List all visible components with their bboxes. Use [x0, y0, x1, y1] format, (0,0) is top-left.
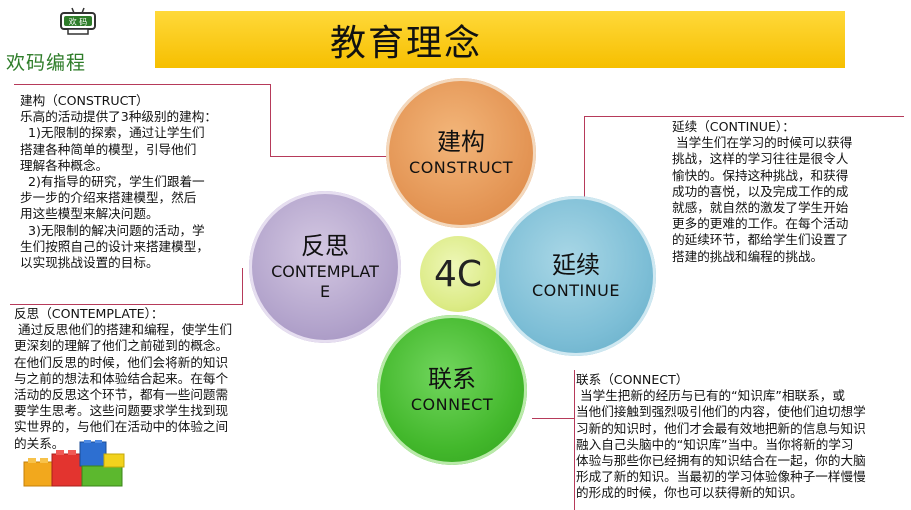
- circle-continue: 延续 CONTINUE: [496, 196, 656, 356]
- text-line: 用这些模型来解决问题。: [20, 206, 159, 222]
- text-line: 更多的更难的工作。在每个活动: [672, 216, 849, 232]
- circle-connect-en: CONNECT: [410, 395, 494, 414]
- lego-blocks-icon: [23, 440, 125, 487]
- text-line: 要学生思考。这些问题要求学生找到现: [14, 403, 229, 419]
- text-line: 搭建各种简单的模型，引导他们: [20, 141, 197, 157]
- text-line: 愉快的。保持这种挑战，和获得: [672, 167, 849, 183]
- text-line: 融入自己头脑中的“知识库”当中。当你将新的学习: [576, 436, 854, 452]
- text-line: 步一步的介绍来搭建模型，然后: [20, 190, 197, 206]
- circle-connect-cn: 联系: [428, 365, 476, 393]
- text-line: 挑战，这样的学习往往是很令人: [672, 151, 849, 167]
- connector-line: [242, 268, 243, 304]
- text-line: 在他们反思的时候，他们会将新的知识: [14, 354, 229, 370]
- text-line: 1)无限制的探索，通过让学生们: [20, 125, 205, 141]
- text-line: 延续（CONTINUE）：: [672, 119, 795, 134]
- logo-brand-text: 欢码编程: [6, 52, 87, 74]
- text-line: 乐高的活动提供了3种级别的建构：: [20, 109, 217, 125]
- connector-line: [270, 84, 271, 156]
- text-line: 3)无限制的解决问题的活动，学: [20, 222, 205, 238]
- text-construct: 建构（CONSTRUCT）乐高的活动提供了3种级别的建构： 1)无限制的探索，通…: [20, 93, 252, 271]
- text-line: 成功的喜悦，以及完成工作的成: [672, 183, 849, 199]
- text-line: 搭建的挑战和编程的挑战。: [672, 248, 824, 264]
- text-line: 当学生把新的经历与已有的“知识库”相联系，或: [576, 388, 845, 404]
- connector-line: [584, 116, 585, 212]
- text-line: 的形成的时候，你也可以获得新的知识。: [576, 485, 803, 501]
- svg-text:欢 码: 欢 码: [69, 17, 88, 27]
- text-line: 更深刻的理解了他们之前碰到的概念。: [14, 338, 229, 354]
- text-line: 形成了新的知识。当最初的学习体验像种子一样慢慢: [576, 469, 866, 485]
- circle-contemplate-en: CONTEMPLATE: [271, 262, 379, 301]
- page-title: 教育理念: [330, 23, 483, 64]
- logo-robot-icon: 欢 码: [60, 7, 96, 35]
- circle-contemplate: 反思 CONTEMPLATE: [249, 191, 401, 343]
- title-bar: [155, 11, 845, 68]
- connector-line: [14, 84, 270, 85]
- text-line: 以实现挑战设置的目标。: [20, 255, 159, 271]
- connector-line: [10, 304, 243, 305]
- connector-line: [574, 370, 575, 510]
- text-line: 就感，就自然的激发了学生开始: [672, 200, 849, 216]
- text-line: 习新的知识时，他们才会最有效地把新的信息与知识: [576, 420, 866, 436]
- logo-brand: 欢码编程: [6, 48, 86, 75]
- text-line: 生们按照自己的设计来搭建模型，: [20, 238, 209, 254]
- text-line: 的关系。: [14, 435, 65, 451]
- text-line: 反思（CONTEMPLATE）：: [14, 306, 164, 321]
- circle-continue-cn: 延续: [552, 251, 600, 279]
- text-line: 理解各种概念。: [20, 157, 109, 173]
- text-line: 建构（CONSTRUCT）: [20, 93, 149, 108]
- text-line: 与之前的想法和体验结合起来。在每个: [14, 370, 229, 386]
- text-line: 当他们接触到强烈吸引他们的内容，使他们迫切想学: [576, 404, 866, 420]
- circle-construct-en: CONSTRUCT: [409, 158, 513, 177]
- connector-line: [270, 156, 388, 157]
- circle-continue-en: CONTINUE: [531, 281, 620, 300]
- text-connect: 联系（CONNECT） 当学生把新的经历与已有的“知识库”相联系，或当他们接触到…: [576, 372, 906, 502]
- circle-construct-cn: 建构: [437, 128, 485, 156]
- text-line: 当学生们在学习的时候可以获得: [672, 135, 853, 151]
- text-line: 联系（CONNECT）: [576, 372, 689, 387]
- circle-center-label: 4C: [433, 253, 483, 295]
- connector-line: [532, 418, 574, 419]
- circle-connect: 联系 CONNECT: [377, 315, 527, 465]
- text-line: 体验与那些你已经拥有的知识结合在一起，你的大脑: [576, 453, 866, 469]
- text-line: 实世界的，与他们在活动中的体验之间: [14, 419, 229, 435]
- text-contemplate: 反思（CONTEMPLATE）： 通过反思他们的搭建和编程，使学生们更深刻的理解…: [14, 306, 264, 452]
- text-line: 通过反思他们的搭建和编程，使学生们: [14, 322, 233, 338]
- connector-line: [584, 116, 904, 117]
- text-line: 的延续环节，都给学生们设置了: [672, 232, 849, 248]
- text-line: 2)有指导的研究，学生们跟着一: [20, 174, 205, 190]
- circle-center-4c: 4C: [420, 236, 496, 312]
- circle-construct: 建构 CONSTRUCT: [386, 78, 536, 228]
- text-line: 活动的反思这个环节，都有一些问题需: [14, 387, 229, 403]
- text-continue: 延续（CONTINUE）： 当学生们在学习的时候可以获得挑战，这样的学习往往是很…: [672, 119, 907, 265]
- circle-contemplate-cn: 反思: [301, 232, 349, 260]
